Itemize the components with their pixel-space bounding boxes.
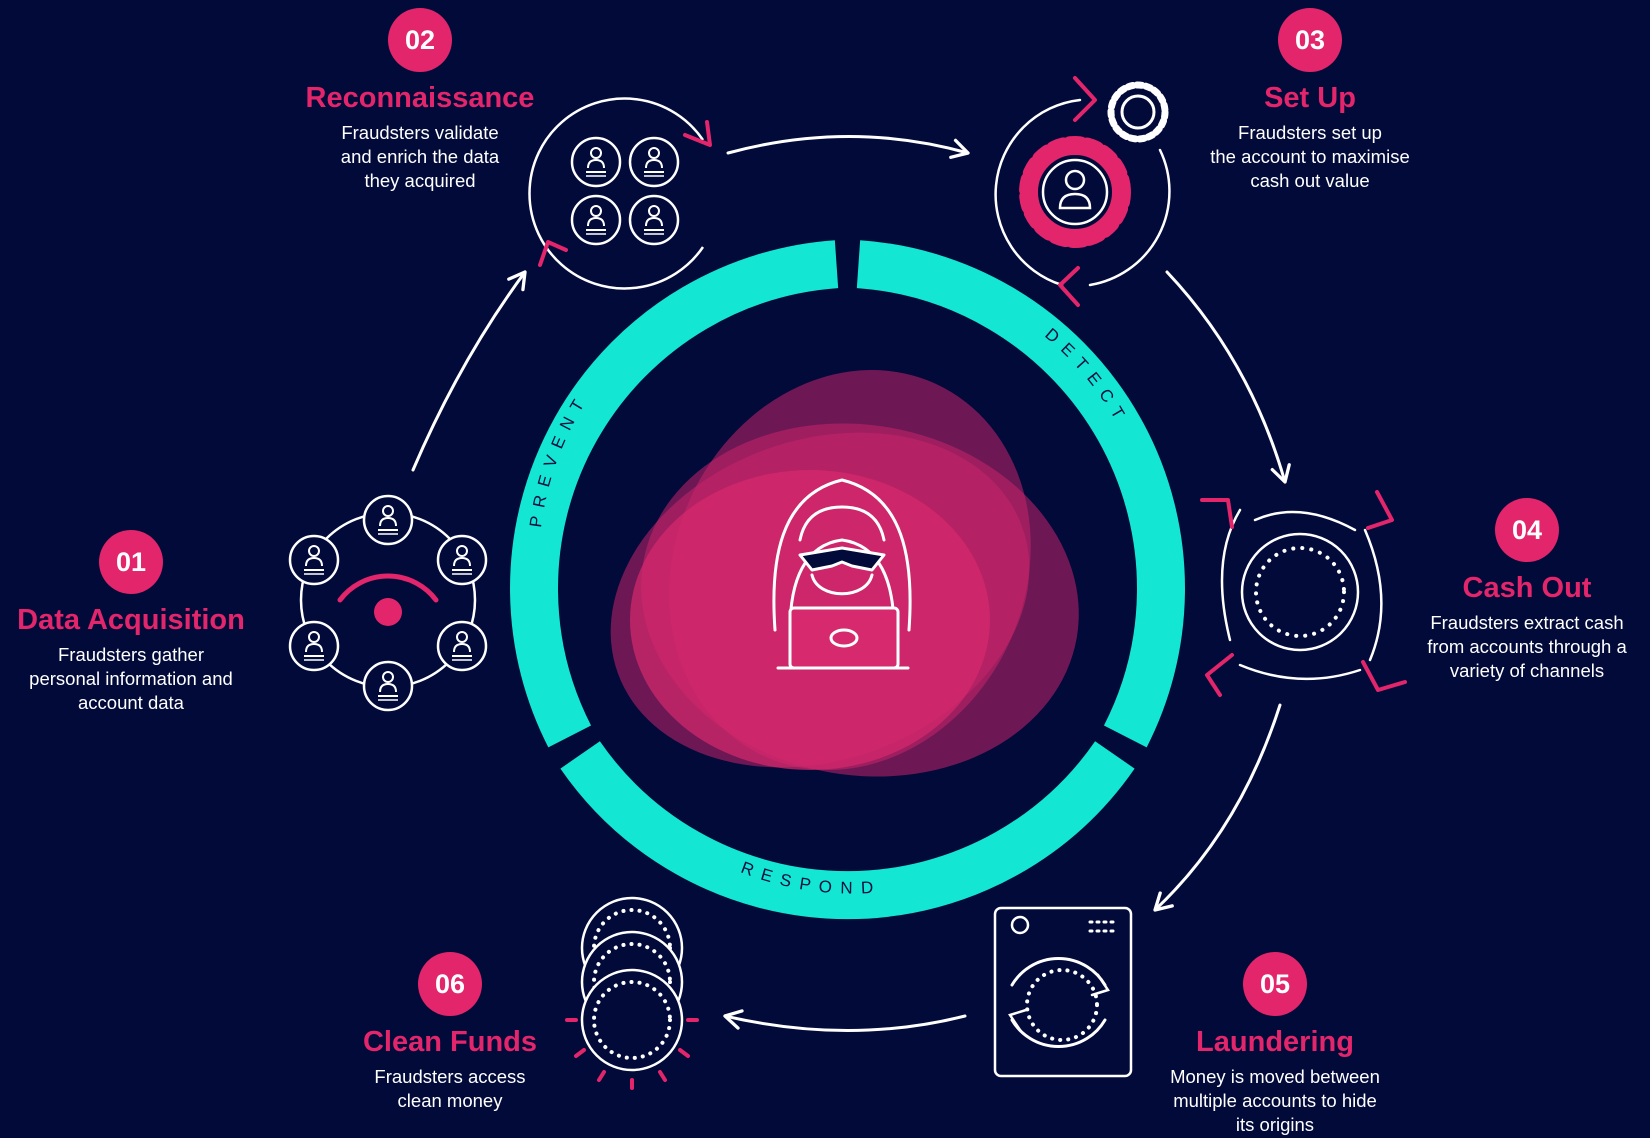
stage-description-line: variety of channels [1449,660,1605,681]
stage-description-line: its origins [1235,1114,1315,1135]
gear-user-icon [994,76,1171,307]
stage-description-line: Fraudsters validate [341,122,499,143]
detect-segment [856,240,1185,748]
stage-description-line: and enrich the data [340,146,500,167]
stage-number-badge: 02 [388,8,452,72]
stage-title: Reconnaissance [305,82,535,114]
stage-description-line: clean money [397,1090,503,1111]
hacker-laptop-icon [772,478,912,670]
stage-title: Clean Funds [362,1026,537,1058]
respond-segment [560,741,1135,920]
flow-arrows [411,135,1291,1032]
center-blob-group [610,370,1079,777]
network-of-people-icon [288,494,488,712]
stage-description: Fraudsters set up the account to maximis… [1185,121,1435,193]
stage-description-line: account data [78,692,184,713]
stage-description-line: cash out value [1250,170,1370,191]
people-grid-icon [528,97,712,290]
arrow-04-to-05 [1153,703,1282,912]
stage-number-badge: 04 [1495,498,1559,562]
stage-number-badge: 01 [99,530,163,594]
shining-coins-icon [565,896,699,1090]
stage-set-up: 03 Set Up Fraudsters set up the account … [1185,8,1435,193]
stage-description-line: Fraudsters gather [57,644,204,665]
stage-description-line: Fraudsters access [374,1066,526,1087]
stage-description: Fraudsters access clean money [325,1065,575,1113]
stage-title: Cash Out [1462,572,1592,604]
prevent-segment [510,240,839,748]
stage-title: Laundering [1196,1026,1354,1058]
stage-description: Money is moved between multiple accounts… [1150,1065,1400,1137]
stage-number-badge: 06 [418,952,482,1016]
stage-title: Data Acquisition [17,604,245,636]
coin-vortex-icon [1200,490,1407,697]
stage-number-badge: 05 [1243,952,1307,1016]
stage-description: Fraudsters gather personal information a… [6,643,256,715]
stage-description-line: multiple accounts to hide [1173,1090,1377,1111]
stage-description-line: the account to maximise [1210,146,1410,167]
arrow-02-to-03 [726,135,970,159]
stage-description: Fraudsters validate and enrich the data … [295,121,545,193]
washing-machine-icon [993,906,1133,1078]
stage-number-badge: 03 [1278,8,1342,72]
stage-reconnaissance: 02 Reconnaissance Fraudsters validate an… [295,8,545,193]
stage-description-line: Fraudsters extract cash [1430,612,1624,633]
stage-description-line: personal information and [29,668,233,689]
arrow-05-to-06 [723,1009,967,1032]
stage-clean-funds: 06 Clean Funds Fraudsters access clean m… [325,952,575,1113]
arrow-03-to-04 [1165,270,1291,484]
stage-description-line: they acquired [364,170,476,191]
arrow-01-to-02 [411,270,527,472]
stage-description-line: Money is moved between [1170,1066,1380,1087]
stage-cash-out: 04 Cash Out Fraudsters extract cash from… [1407,498,1647,683]
stage-data-acquisition: 01 Data Acquisition Fraudsters gather pe… [6,530,256,715]
stage-description: Fraudsters extract cash from accounts th… [1407,611,1647,683]
stage-description-line: from accounts through a [1427,636,1627,657]
stage-laundering: 05 Laundering Money is moved between mul… [1150,952,1400,1137]
stage-description-line: Fraudsters set up [1238,122,1382,143]
stage-title: Set Up [1264,82,1356,114]
protection-ring [510,240,1185,920]
